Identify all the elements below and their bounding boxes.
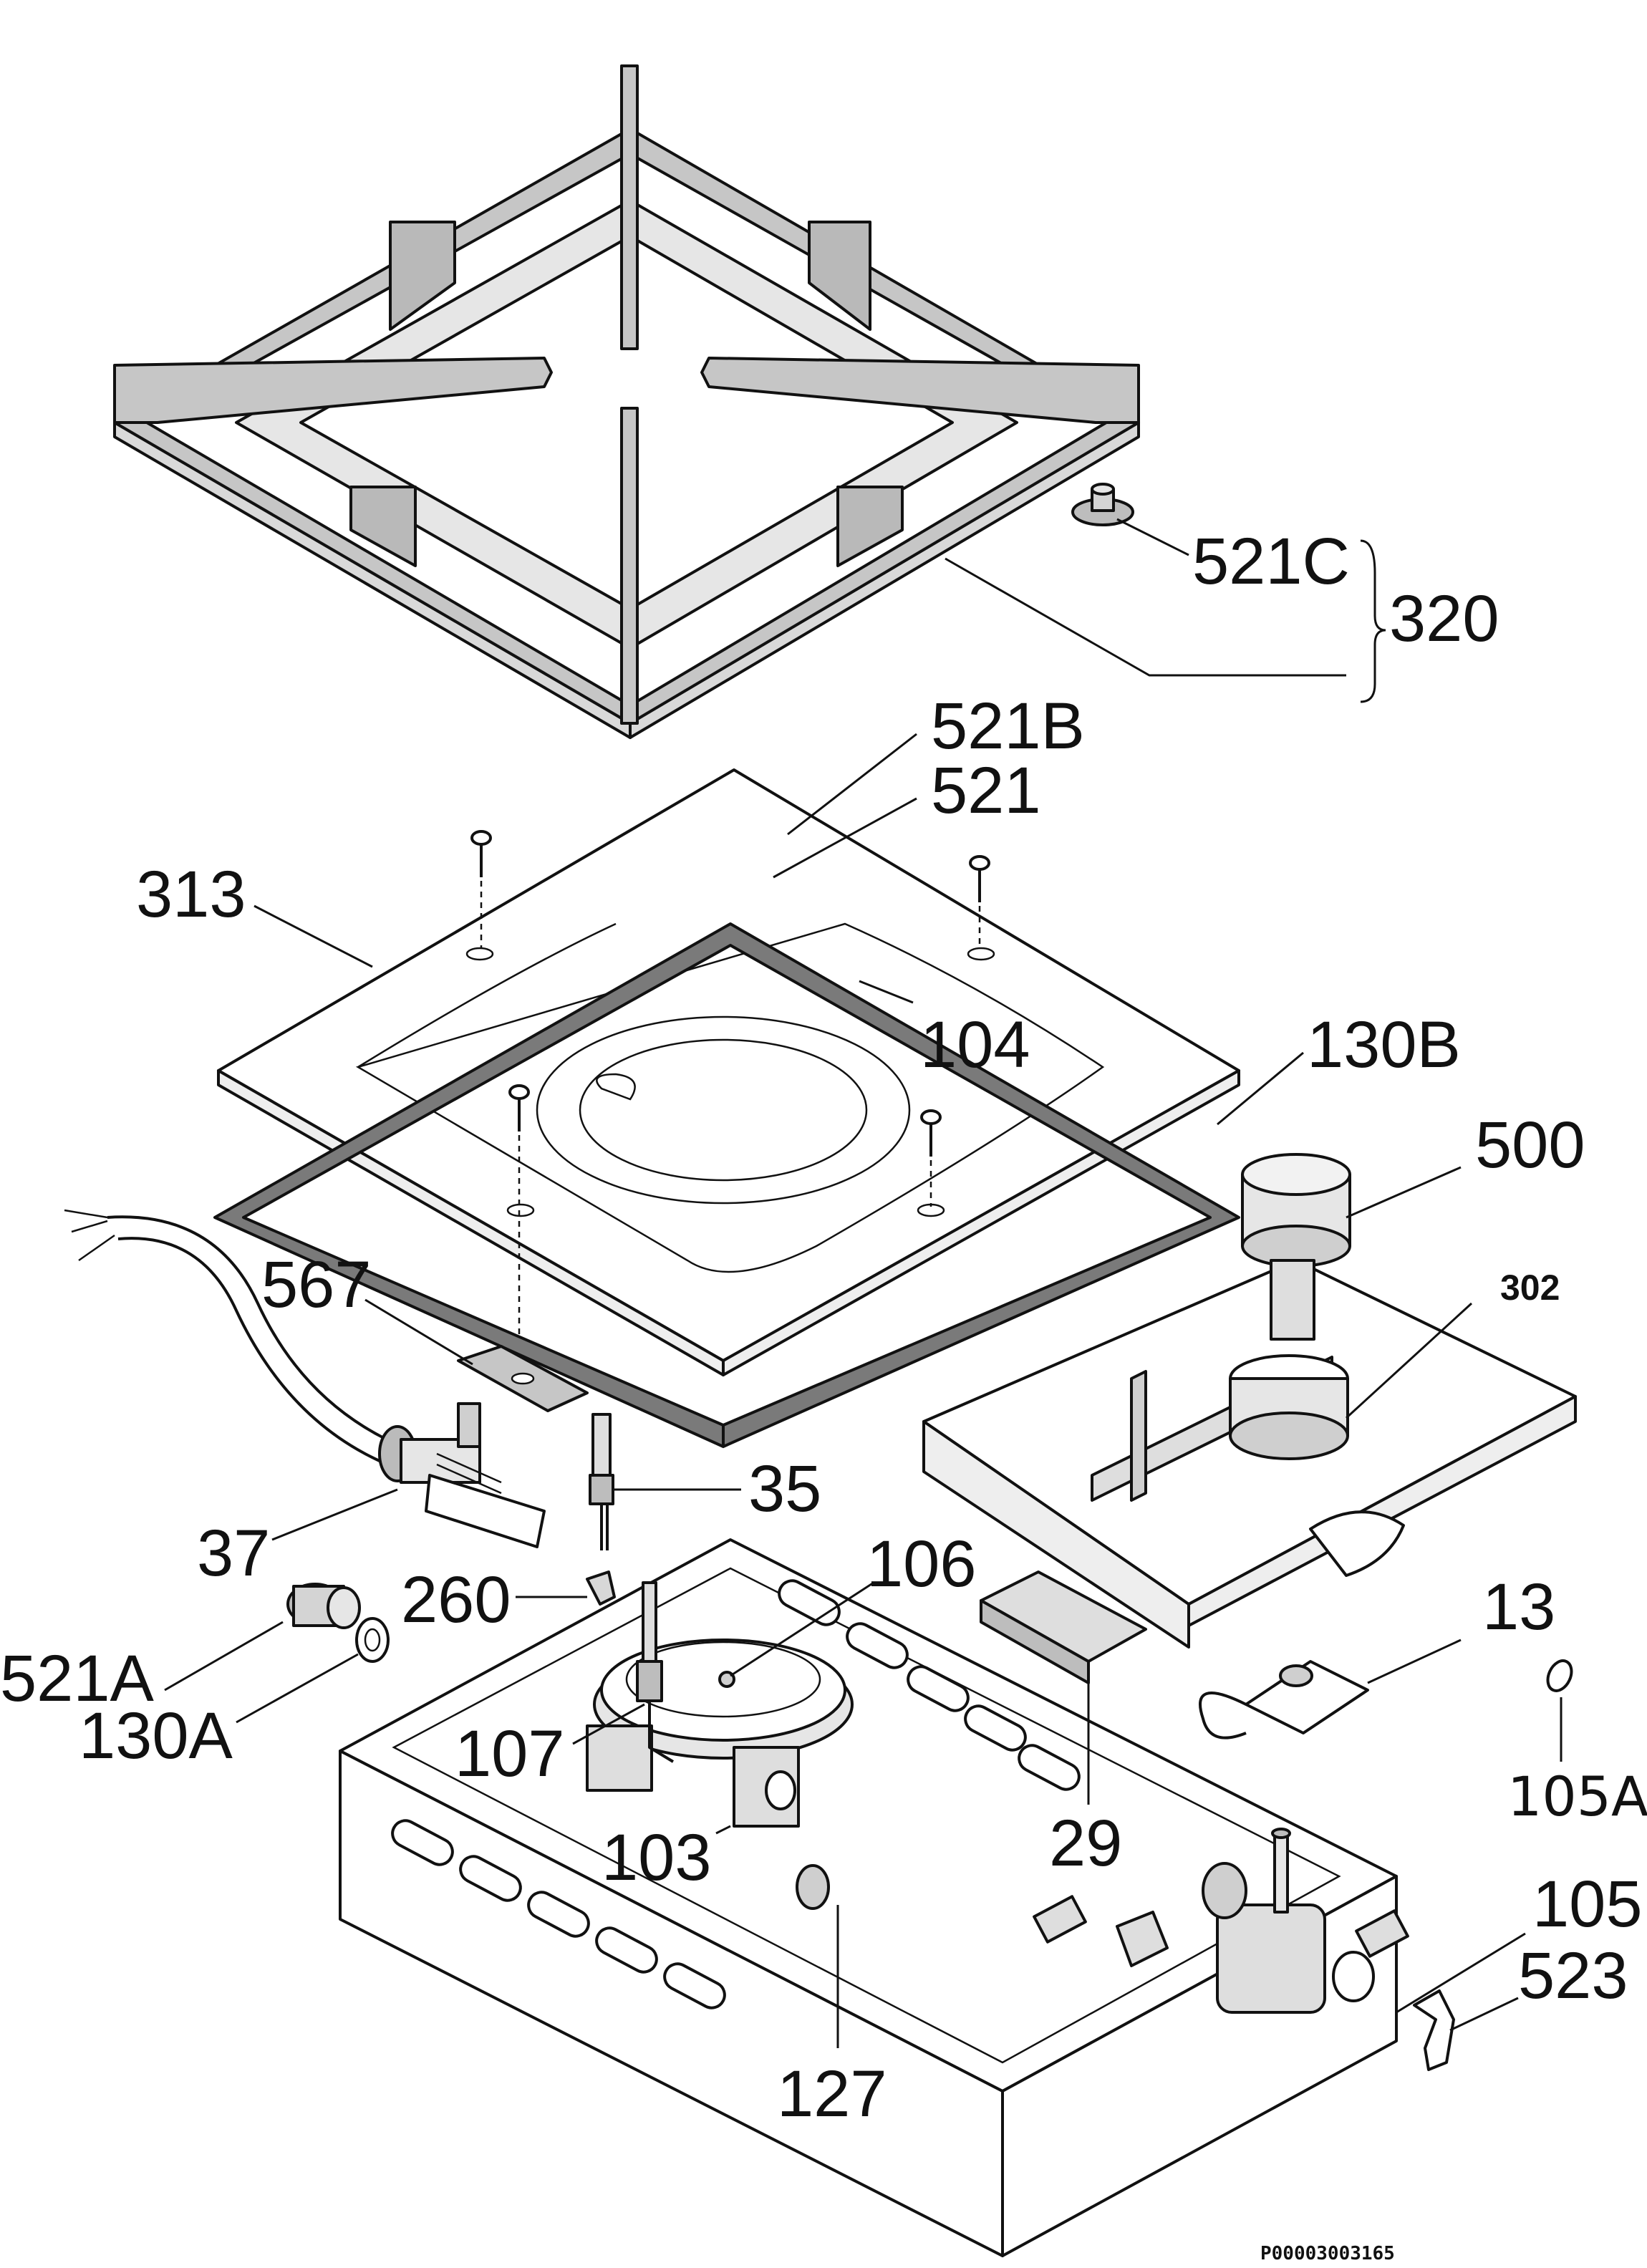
label-320: 320 — [1389, 582, 1499, 655]
bracket — [457, 1345, 589, 1412]
rubber-foot — [1071, 483, 1134, 526]
label-104: 104 — [920, 1008, 1030, 1081]
label-523: 523 — [1518, 1939, 1628, 2012]
drawing-code: P00003003165 — [1260, 2243, 1395, 2264]
label-567: 567 — [261, 1248, 372, 1321]
label-260: 260 — [401, 1563, 511, 1636]
gas-valve — [1202, 1828, 1409, 2014]
clip — [586, 1570, 616, 1606]
terminal-block — [378, 1402, 546, 1548]
label-103: 103 — [602, 1821, 712, 1894]
label-521B: 521B — [931, 690, 1085, 763]
label-37: 37 — [197, 1517, 270, 1590]
fixing-screws — [470, 830, 990, 1375]
label-130B: 130B — [1307, 1008, 1461, 1081]
label-35: 35 — [748, 1452, 821, 1525]
label-29: 29 — [1049, 1807, 1122, 1880]
pan-support-grate — [113, 64, 1140, 739]
label-13: 13 — [1482, 1570, 1555, 1644]
label-106: 106 — [866, 1528, 977, 1601]
valve-clip — [1413, 1989, 1455, 2071]
leader-lines — [164, 518, 1563, 2048]
plate-seal — [213, 922, 1240, 1448]
label-107: 107 — [455, 1717, 565, 1790]
grommet — [286, 1583, 361, 1629]
microswitch — [1199, 1660, 1369, 1739]
label-521: 521 — [931, 754, 1041, 827]
part-labels: 521C 320 521B 521 313 104 130B 500 567 3… — [0, 525, 1647, 2264]
gas-pipe — [796, 1864, 1169, 1967]
label-105A: 105A — [1507, 1765, 1647, 1828]
label-521A: 521A — [0, 1642, 154, 1715]
label-500: 500 — [1475, 1109, 1585, 1182]
ignition-electrode — [589, 1413, 614, 1550]
label-127: 127 — [777, 2057, 887, 2131]
label-105: 105 — [1532, 1868, 1643, 1941]
label-302: 302 — [1500, 1268, 1560, 1308]
mains-cable — [64, 1209, 387, 1462]
thermocouple — [636, 1581, 675, 1763]
o-ring — [1546, 1659, 1573, 1692]
label-313: 313 — [136, 858, 246, 931]
knob-bezel — [1229, 1354, 1349, 1460]
ignition-switch — [980, 1570, 1147, 1684]
washer — [355, 1617, 390, 1663]
label-521C: 521C — [1192, 525, 1350, 598]
control-knob — [1241, 1153, 1351, 1341]
label-130A: 130A — [79, 1699, 233, 1772]
